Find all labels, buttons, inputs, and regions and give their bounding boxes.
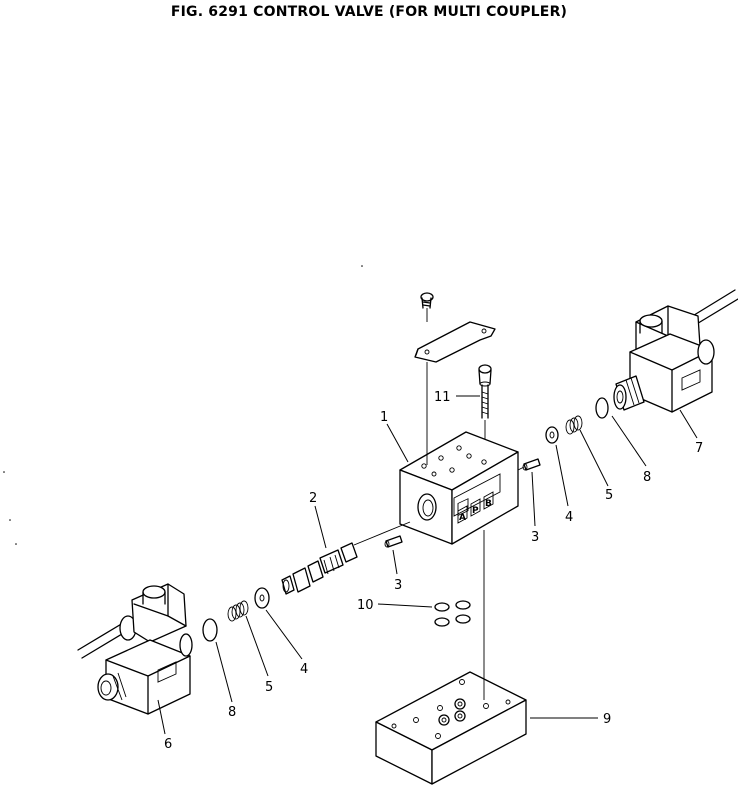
- callout-2: 2: [309, 491, 317, 506]
- callout-5-left: 5: [265, 680, 273, 695]
- port-a-label: A: [459, 513, 466, 523]
- leader-5-right: [579, 429, 609, 487]
- cover-plate: [414, 321, 496, 363]
- leader-3-right: [531, 471, 536, 527]
- solenoid-part-6: [77, 583, 193, 715]
- port-b-label: B: [485, 499, 492, 509]
- washer-part-4-left: [254, 587, 270, 609]
- port-p-label: P: [472, 506, 479, 516]
- leader-1: [386, 423, 409, 463]
- callout-7: 7: [695, 441, 703, 456]
- spool-part-2: [281, 521, 411, 595]
- washer-part-4-right: [545, 426, 559, 444]
- leader-6: [157, 699, 166, 735]
- bolt-part-11: [478, 364, 492, 419]
- callout-9: 9: [603, 712, 611, 727]
- pin-part-3-right: [522, 458, 541, 471]
- callout-4-left: 4: [300, 662, 308, 677]
- callout-6: 6: [164, 737, 172, 752]
- callout-8-right: 8: [643, 470, 651, 485]
- leader-5-left: [245, 615, 269, 677]
- callout-5-right: 5: [605, 488, 613, 503]
- figure-title: FIG. 6291 CONTROL VALVE (FOR MULTI COUPL…: [170, 4, 568, 20]
- spring-part-5-right: [565, 415, 583, 435]
- callout-4-right: 4: [565, 510, 573, 525]
- leader-10: [377, 603, 433, 608]
- valve-body-part-1: [399, 431, 519, 545]
- leader-8-right: [611, 415, 647, 467]
- leader-8-left: [215, 641, 233, 703]
- o-ring-part-8-right: [595, 397, 609, 419]
- leader-2: [314, 505, 327, 549]
- leader-4-right: [555, 444, 569, 507]
- callout-8-left: 8: [228, 705, 236, 720]
- leader-3-left: [392, 549, 398, 575]
- sub-plate-part-9: [375, 671, 527, 785]
- leader-4-left: [265, 609, 303, 660]
- callout-11: 11: [434, 390, 451, 405]
- callout-10: 10: [357, 598, 374, 613]
- pin-part-3-left: [384, 535, 403, 548]
- callout-3-right: 3: [531, 530, 539, 545]
- cover-screw: [420, 292, 434, 309]
- leader-7: [679, 409, 698, 439]
- callout-1: 1: [380, 410, 388, 425]
- solenoid-part-7: [613, 289, 738, 413]
- o-ring-part-8-left: [202, 618, 218, 642]
- spring-part-5-left: [227, 600, 249, 622]
- o-rings-part-10: [434, 600, 471, 627]
- callout-3-left: 3: [394, 578, 402, 593]
